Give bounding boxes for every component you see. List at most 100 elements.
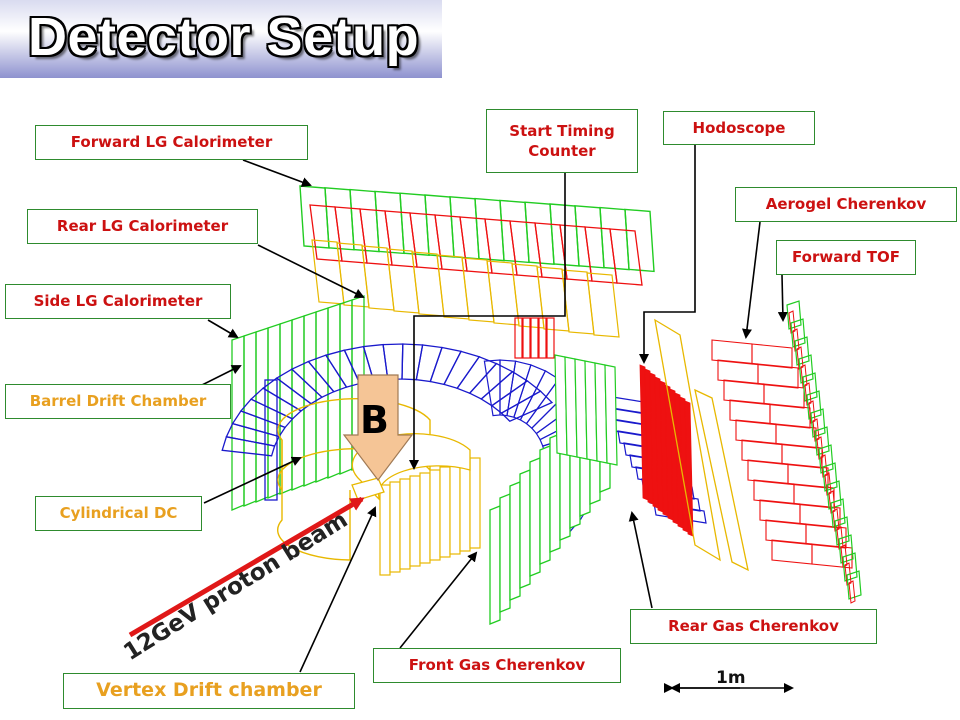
- forward-tof-green-slab: [826, 480, 842, 510]
- barrel-drift-chamber-cell: [275, 368, 323, 405]
- front-gas-cherenkov-slab: [509, 481, 521, 601]
- start-timing-counter-label: Start Timing Counter: [486, 109, 638, 173]
- side-lg-pointer: [207, 319, 239, 339]
- barrel-drift-chamber-cell: [456, 356, 498, 394]
- forward-tof-green-slab: [790, 318, 806, 348]
- forward-tof-green-slab: [806, 390, 822, 420]
- barrel-drift-chamber-cell: [382, 343, 404, 381]
- magnetic-field-arrow: [342, 374, 414, 481]
- forward-tof-red-slab: [848, 580, 856, 604]
- title-bar: Detector Setup: [0, 0, 442, 78]
- front-gas-cherenkov-slab: [539, 445, 551, 565]
- forward-tof-green-slab: [846, 570, 862, 600]
- forward-tof-green-slab: [834, 516, 850, 546]
- rear-gas-cherenkov-label: Rear Gas Cherenkov: [630, 609, 877, 644]
- forward-tof-green-slab: [814, 426, 830, 456]
- aerogel-cherenkov-cell: [751, 343, 793, 369]
- forward-tof-red-slab: [824, 472, 832, 496]
- forward-tof-green-slab: [786, 300, 802, 330]
- aerogel-cherenkov-cell: [771, 539, 813, 565]
- vertex-drift-chamber-strip: [399, 478, 411, 570]
- barrel-dc-pointer: [199, 365, 242, 387]
- aerogel-frame: [694, 388, 749, 572]
- rear-lg-calorimeter-block: [334, 206, 368, 264]
- front-gas-cherenkov-label: Front Gas Cherenkov: [373, 648, 621, 683]
- forward-tof-pointer: [777, 274, 788, 322]
- rear-detectors-group: [299, 185, 655, 338]
- hodoscope-label: Hodoscope: [663, 111, 815, 145]
- aerogel-cherenkov-cell: [787, 463, 829, 489]
- forward-lg-calorimeter-label: Forward LG Calorimeter: [35, 125, 308, 160]
- front-gas-cherenkov-slab: [529, 457, 541, 577]
- barrel-drift-chamber-cell: [415, 344, 443, 383]
- vertex-drift-chamber-strip: [389, 481, 401, 573]
- forward-tof-label: Forward TOF: [776, 240, 916, 275]
- cylindrical-dc-pointer: [203, 456, 302, 504]
- forward-tof-green-slab: [838, 534, 854, 564]
- front-gas-cherenkov-cell: [506, 360, 532, 418]
- rear-lg-calorimeter-label: Rear LG Calorimeter: [27, 209, 258, 244]
- central-detectors-group: [221, 295, 862, 604]
- forward-lg-calorimeter-block: [624, 208, 655, 273]
- gas-cherenkov-radiator: [361, 245, 395, 311]
- forward-tof-red-slab: [804, 382, 812, 406]
- rear-lg-calorimeter-block: [609, 228, 643, 286]
- rear-lg-calorimeter-block: [359, 208, 393, 266]
- aerogel-cherenkov-cell: [763, 383, 805, 409]
- forward-tof-green-slab: [830, 498, 846, 528]
- start-timing-strip: [538, 317, 547, 359]
- barrel-drift-chamber-cell: [249, 387, 303, 420]
- rear-gas-pointer: [628, 511, 653, 609]
- front-gas-cherenkov-slab: [499, 493, 511, 613]
- forward-tof-red-slab: [792, 328, 800, 352]
- forward-tof-red-slab: [808, 400, 816, 424]
- forward-tof-green-slab: [798, 354, 814, 384]
- forward-tof-green-slab: [810, 408, 826, 438]
- vertex-drift-chamber-label: Vertex Drift chamber: [63, 673, 355, 709]
- rear-lg-pointer: [257, 244, 365, 298]
- aerogel-cherenkov-cell: [769, 403, 811, 429]
- forward-tof-red-slab: [832, 508, 840, 532]
- front-detectors-group: [128, 354, 618, 638]
- barrel-drift-chamber-cell: [239, 398, 294, 429]
- vertex-drift-chamber-strip: [439, 466, 451, 558]
- target-block: [351, 477, 385, 501]
- aerogel-cherenkov-cell: [793, 483, 835, 509]
- aerogel-cherenkov-cell: [757, 363, 799, 389]
- forward-tof-green-slab: [794, 336, 810, 366]
- aerogel-pointer: [742, 221, 761, 339]
- start-timing-strip: [522, 317, 531, 359]
- vertex-drift-chamber-strip: [419, 472, 431, 564]
- side-lg-calorimeter-label: Side LG Calorimeter: [5, 284, 231, 319]
- cylindrical-dc-side: [277, 440, 351, 561]
- gas-cherenkov-radiator: [586, 272, 620, 338]
- barrel-drift-chamber-cell: [221, 436, 276, 457]
- front-gas-cherenkov-cell: [513, 364, 547, 421]
- forward-tof-green-slab: [802, 372, 818, 402]
- scale-bar-label: 1m: [716, 668, 746, 688]
- forward-tof-red-slab: [840, 544, 848, 568]
- forward-tof-green-slab: [822, 462, 838, 492]
- vertex-dc-pointer: [299, 506, 377, 673]
- barrel-drift-chamber-label: Barrel Drift Chamber: [5, 384, 231, 419]
- forward-lg-pointer: [242, 159, 312, 187]
- front-cherenkov-side-slab: [604, 364, 618, 466]
- vertex-drift-chamber-strip: [409, 475, 421, 567]
- vertex-drift-chamber-strip: [459, 460, 471, 552]
- start-timing-strip: [546, 317, 555, 359]
- side-lg-calorimeter-block: [231, 335, 245, 511]
- forward-tof-red-slab: [800, 364, 808, 388]
- forward-tof-red-slab: [836, 526, 844, 550]
- forward-tof-green-slab: [818, 444, 834, 474]
- proton-beam-arrow: [128, 496, 365, 638]
- barrel-drift-chamber-cell: [324, 349, 361, 388]
- front-gas-cherenkov-slab: [519, 469, 531, 589]
- barrel-drift-chamber-cell: [468, 362, 514, 400]
- front-gas-pointer: [399, 551, 478, 649]
- forward-tof-red-slab: [816, 436, 824, 460]
- forward-tof-red-slab: [812, 418, 820, 442]
- side-lg-calorimeter-block: [291, 315, 305, 491]
- forward-tof-red-slab: [788, 310, 796, 334]
